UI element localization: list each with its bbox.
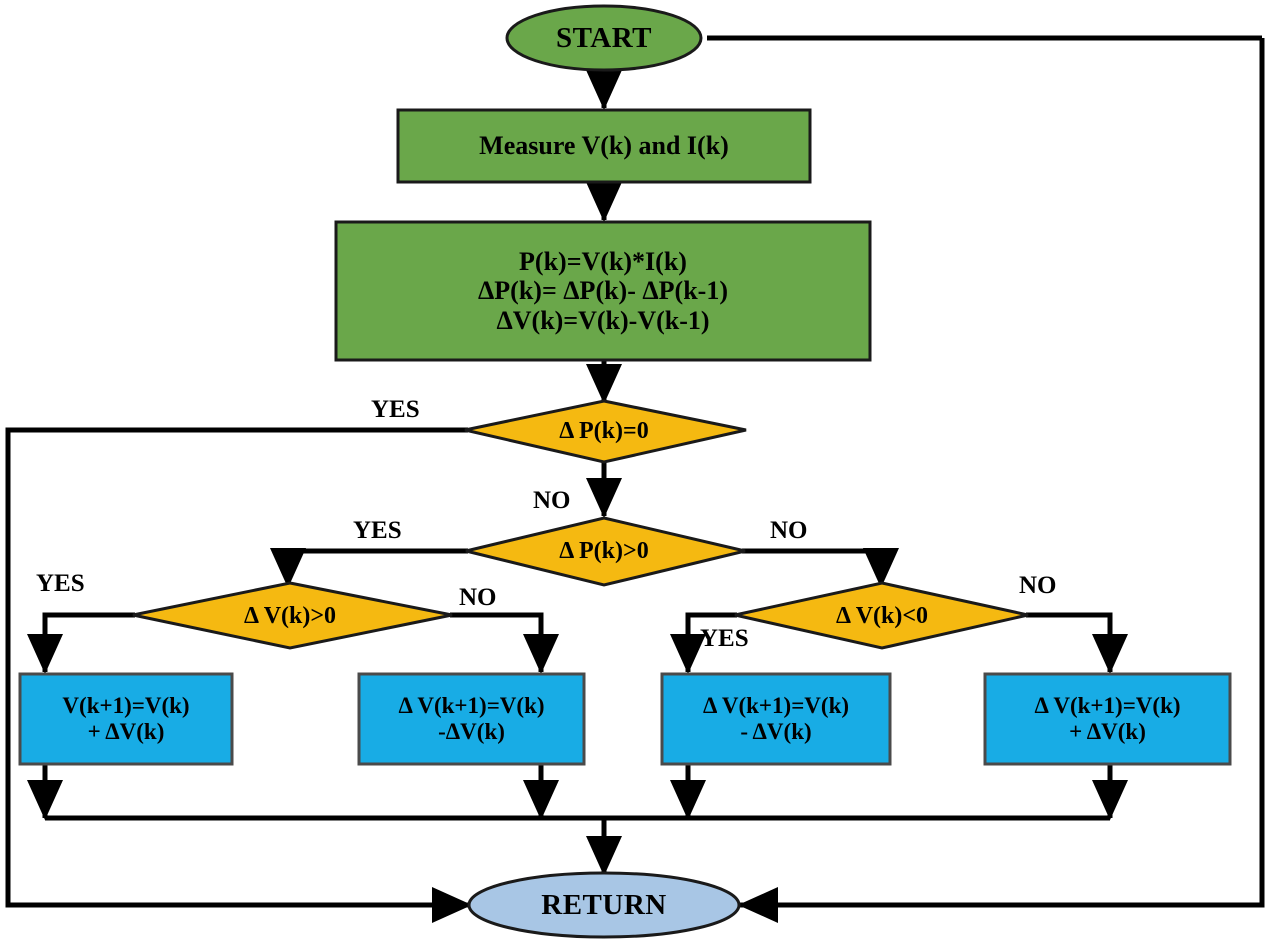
edge-label-dpgt0-yes: YES: [353, 517, 402, 544]
edge-label-dvgt0-yes: YES: [36, 570, 85, 597]
connector-group-merge-bus: [45, 35, 1262, 821]
edge-label-dpgt0-no: NO: [770, 517, 808, 544]
node-action1-shape[interactable]: [18, 672, 234, 766]
edge-label-dpzero-yes: YES: [371, 396, 420, 423]
node-action3-shape[interactable]: [660, 672, 892, 766]
edge-label-dvlt0-no: NO: [1019, 572, 1057, 599]
edge-dvgt0-no-to-action2: [450, 612, 559, 675]
connector-group-main: [5, 38, 1265, 924]
node-decision-dv-lt0-shape[interactable]: [734, 581, 1029, 650]
edge-dpzero-yes-to-return: [5, 427, 473, 924]
edge-dvlt0-no-to-action4: [1026, 612, 1128, 675]
node-measure-shape[interactable]: [396, 108, 812, 184]
node-action4-shape[interactable]: [983, 672, 1232, 766]
edge-dvlt0-yes-to-action3: [669, 612, 737, 675]
shape-group: [18, 4, 1232, 939]
node-compute-shape[interactable]: [334, 220, 872, 362]
node-action2-shape[interactable]: [357, 672, 586, 766]
edge-label-dvgt0-no: NO: [459, 584, 497, 611]
node-start-shape[interactable]: [505, 4, 703, 72]
edge-return-to-start-feedback: [737, 38, 1265, 923]
node-return-shape[interactable]: [467, 871, 741, 939]
node-decision-dp-gt0-shape[interactable]: [465, 516, 746, 587]
edge-label-dpzero-no: NO: [533, 487, 571, 514]
node-decision-dp-zero-shape[interactable]: [464, 399, 747, 464]
node-decision-dv-gt0-shape[interactable]: [132, 581, 453, 650]
edge-dvgt0-yes-to-action1: [26, 612, 135, 675]
edge-dpgt0-no-to-dvlt0: [742, 548, 899, 589]
edge-dpgt0-yes-to-dvgt0: [269, 548, 468, 589]
edge-label-dvlt0-yes: YES: [700, 625, 749, 652]
